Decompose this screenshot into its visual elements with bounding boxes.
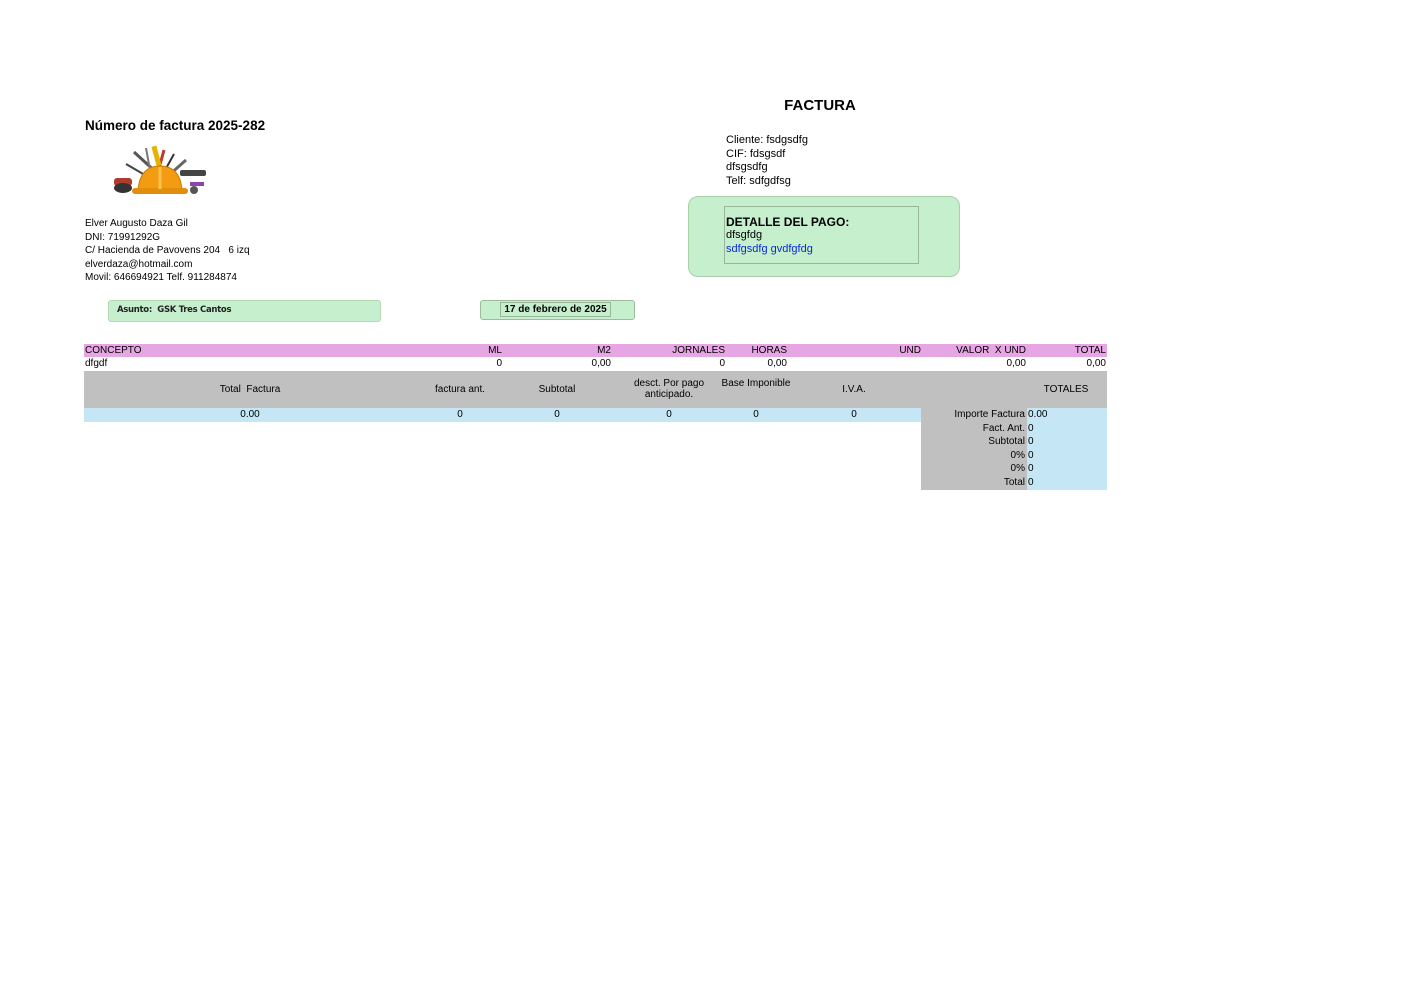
header-totales: TOTALES <box>1043 384 1089 395</box>
summary-values-column <box>1027 408 1107 490</box>
header-valor-x-und: VALOR X UND <box>956 345 1026 356</box>
header-total: TOTAL <box>1074 345 1106 356</box>
summary-value-tax-2: 0 <box>1028 463 1034 474</box>
header-base-imponible: Base Imponible <box>721 378 791 389</box>
header-concepto: CONCEPTO <box>85 345 142 356</box>
header-und: UND <box>899 345 921 356</box>
header-descuento: desct. Por pago anticipado. <box>633 378 705 400</box>
summary-value-total: 0 <box>1028 476 1034 488</box>
summary-label-total: Total <box>1003 476 1025 488</box>
totals-header-row <box>84 371 1107 408</box>
invoice-number: Número de factura 2025-282 <box>85 118 266 133</box>
client-line: dfsgsdfg <box>726 161 768 173</box>
payment-title: DETALLE DEL PAGO: <box>726 215 850 229</box>
issuer-address: C/ Hacienda de Pavovens 204 6 izq <box>85 245 250 256</box>
item-total: 0,00 <box>1086 358 1106 369</box>
header-m2: M2 <box>597 345 611 356</box>
construction-helmet-icon <box>114 145 206 194</box>
payment-line-2: sdfgsdfg gvdfgfdg <box>726 243 813 255</box>
summary-label-tax-2: 0% <box>1010 463 1025 474</box>
issuer-dni: DNI: 71991292G <box>85 231 161 243</box>
header-total-factura: Total Factura <box>219 384 281 395</box>
item-m2: 0,00 <box>591 358 611 369</box>
summary-value-subtotal: 0 <box>1028 436 1034 447</box>
header-iva: I.V.A. <box>842 384 866 395</box>
document-title: FACTURA <box>784 97 856 114</box>
client-name: Cliente: fsdgsdfg <box>726 134 808 146</box>
header-factura-ant: factura ant. <box>434 384 486 395</box>
value-iva: 0 <box>851 409 857 420</box>
issuer-email: elverdaza@hotmail.com <box>85 258 193 270</box>
invoice-date: 17 de febrero de 2025 <box>500 302 611 317</box>
client-info: Cliente: fsdgsdfg CIF: fdsgsdf dfsgsdfg … <box>726 134 808 188</box>
totals-values-row <box>84 408 921 422</box>
issuer-phones: Movil: 646694921 Telf. 911284874 <box>85 272 237 283</box>
header-subtotal: Subtotal <box>538 384 576 395</box>
issuer-name: Elver Augusto Daza Gil <box>85 218 188 229</box>
date-box <box>480 300 635 320</box>
summary-labels-column <box>921 408 1027 490</box>
header-jornales: JORNALES <box>672 345 725 356</box>
construction-tools-logo <box>106 140 214 206</box>
summary-value-fact-ant: 0 <box>1028 422 1034 434</box>
item-ml: 0 <box>496 358 502 369</box>
summary-value-importe: 0.00 <box>1028 409 1048 420</box>
summary-label-tax-1: 0% <box>1010 449 1025 461</box>
header-horas: HORAS <box>751 345 787 356</box>
issuer-info: Elver Augusto Daza Gil DNI: 71991292G C/… <box>85 217 250 285</box>
summary-label-fact-ant: Fact. Ant. <box>982 422 1025 434</box>
value-base-imponible: 0 <box>753 409 759 420</box>
client-phone: Telf: sdfgdfsg <box>726 174 791 187</box>
summary-label-importe: Importe Factura <box>954 409 1025 420</box>
subject-box: Asunto: GSK Tres Cantos <box>108 300 381 322</box>
value-subtotal: 0 <box>554 409 560 420</box>
item-valor: 0,00 <box>1006 358 1026 369</box>
item-horas: 0,00 <box>767 358 787 369</box>
header-ml: ML <box>488 345 502 356</box>
item-jornales: 0 <box>719 358 725 369</box>
value-total-factura: 0.00 <box>240 409 260 420</box>
client-cif: CIF: fdsgsdf <box>726 147 786 160</box>
value-factura-ant: 0 <box>457 409 463 420</box>
payment-line-1: dfsgfdg <box>726 229 763 241</box>
items-header-row <box>84 344 1107 357</box>
item-concepto: dfgdf <box>85 358 108 369</box>
value-descuento: 0 <box>666 409 672 420</box>
summary-value-tax-1: 0 <box>1028 449 1034 461</box>
summary-label-subtotal: Subtotal <box>988 436 1025 447</box>
payment-details-frame <box>724 206 919 264</box>
